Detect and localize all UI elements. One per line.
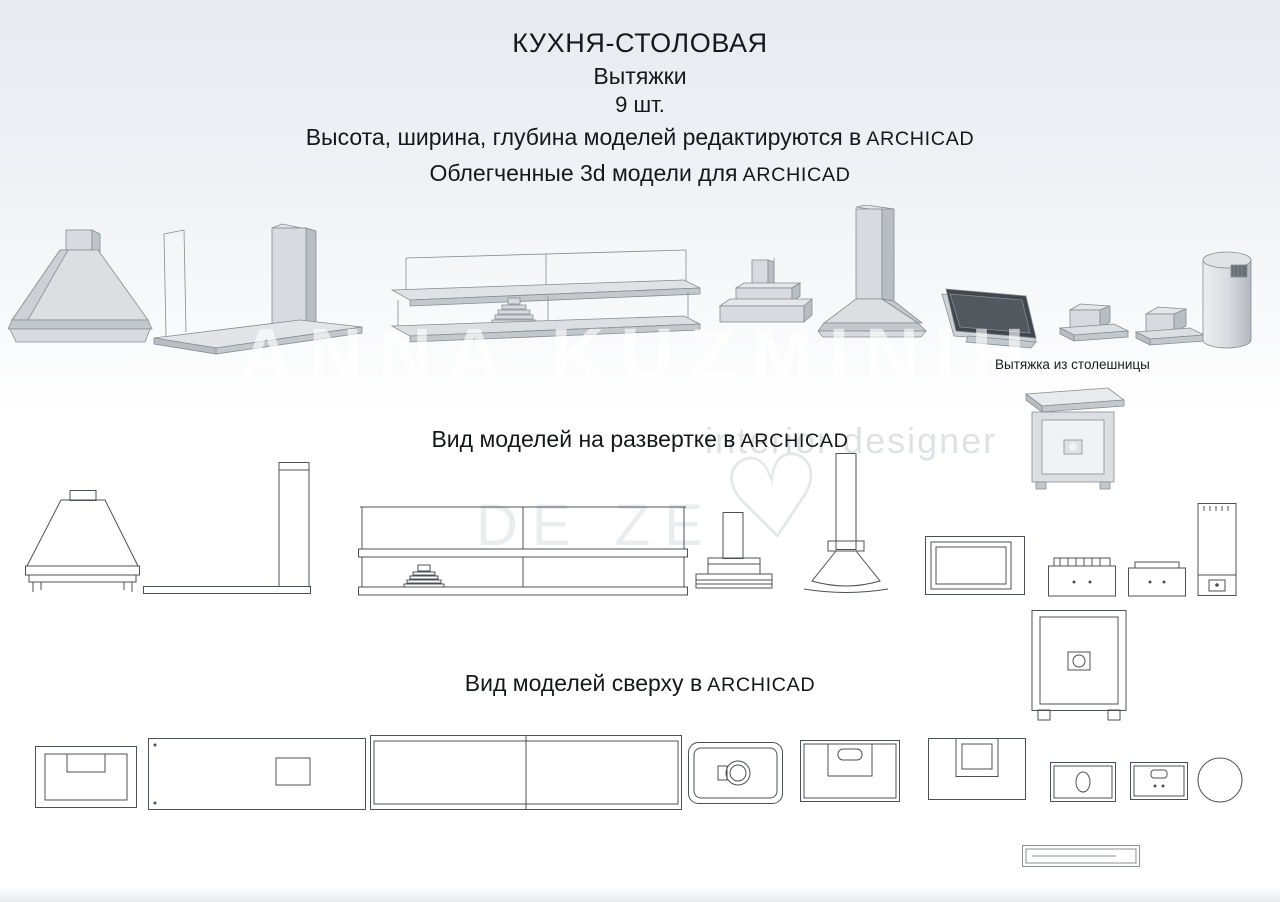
countertop-hood-label: Вытяжка из столешницы <box>995 357 1150 372</box>
hood-top-countertop <box>1022 845 1140 867</box>
hood-elev-countertop-drawing <box>1031 610 1127 721</box>
hood-elev-island-drawing <box>803 453 889 593</box>
hood-3d-inclined <box>930 288 1045 350</box>
hood-top-shelf-drawing <box>370 735 682 810</box>
models-note-brand: ARCHICAD <box>742 164 851 186</box>
hood-3d-cylinder <box>1193 248 1263 353</box>
hood-elev-countertop <box>1030 610 1128 725</box>
hood-3d-box-2 <box>1134 302 1206 352</box>
hood-elev-island <box>800 453 892 598</box>
hood-top-inclined-drawing <box>928 738 1026 800</box>
hood-3d-t-shaped-drawing <box>153 223 363 355</box>
hood-elev-shelf-drawing <box>358 506 688 596</box>
hood-top-t-shaped-drawing <box>148 738 366 810</box>
hood-elev-box-2 <box>1128 560 1186 598</box>
hood-3d-shelf-drawing <box>390 249 701 343</box>
hood-elev-classic <box>25 490 140 598</box>
hood-elev-box-1-drawing <box>1048 557 1116 597</box>
hood-top-inclined <box>928 738 1026 800</box>
hood-elev-t-shaped-drawing <box>143 462 311 594</box>
hood-top-classic-drawing <box>35 746 137 808</box>
top-heading-text: Вид моделей сверху в <box>464 670 703 696</box>
hood-top-island <box>800 740 900 802</box>
hood-3d-shelf <box>388 248 703 348</box>
hood-top-box-1 <box>1050 762 1116 802</box>
hood-3d-island-drawing <box>818 205 927 338</box>
page-title: КУХНЯ-СТОЛОВАЯ <box>512 28 768 58</box>
hood-elev-t-shaped <box>143 462 311 597</box>
top-heading-brand: ARCHICAD <box>707 674 816 696</box>
hood-top-countertop-drawing <box>1022 845 1140 867</box>
hood-3d-cylinder-drawing <box>1202 251 1252 349</box>
hood-top-shelf <box>370 735 682 810</box>
hood-elev-inclined-drawing <box>925 536 1025 595</box>
hood-3d-island <box>818 205 933 345</box>
hood-3d-box-1 <box>1056 300 1131 348</box>
hood-top-telescopic-drawing <box>688 742 783 804</box>
hood-top-island-drawing <box>800 740 900 802</box>
hood-elev-cylinder <box>1196 503 1238 598</box>
hood-elev-shelf <box>358 505 688 600</box>
edit-note-brand: ARCHICAD <box>866 128 975 150</box>
hood-elev-classic-drawing <box>25 490 140 592</box>
hood-top-classic <box>35 746 137 808</box>
hood-3d-classic <box>8 228 153 358</box>
hood-top-box-1-drawing <box>1050 762 1116 802</box>
edit-note-text: Высота, ширина, глубина моделей редактир… <box>305 124 862 150</box>
hood-3d-t-shaped <box>150 222 365 357</box>
hood-3d-countertop-drawing <box>1024 387 1126 490</box>
edit-note: Высота, ширина, глубина моделей редактир… <box>0 124 1280 151</box>
hood-top-telescopic <box>688 742 783 804</box>
hood-3d-box-2-drawing <box>1134 306 1206 346</box>
page-subtitle: Вытяжки <box>593 63 687 89</box>
hood-3d-countertop <box>1012 384 1130 492</box>
models-note-text: Облегченные 3d модели для <box>429 160 738 186</box>
bottom-gradient <box>0 886 1280 902</box>
hood-3d-classic-drawing <box>8 229 153 343</box>
hood-top-box-2 <box>1130 762 1188 800</box>
hood-elev-telescopic-drawing <box>695 512 773 589</box>
hood-top-cylinder-drawing <box>1197 757 1243 803</box>
hood-elev-telescopic <box>688 512 780 598</box>
hood-elev-box-2-drawing <box>1128 561 1186 597</box>
elevation-heading-text: Вид моделей на развертке в <box>431 426 736 452</box>
hood-elev-cylinder-drawing <box>1197 503 1237 596</box>
hood-elev-box-1 <box>1048 556 1116 598</box>
hood-elev-inclined <box>925 536 1025 598</box>
hood-top-t-shaped <box>148 738 366 810</box>
hood-top-cylinder <box>1196 756 1244 804</box>
hood-3d-telescopic-drawing <box>718 258 814 323</box>
hood-3d-box-1-drawing <box>1058 303 1130 342</box>
hood-3d-inclined-drawing <box>941 288 1037 349</box>
items-count: 9 шт. <box>615 92 665 117</box>
hood-3d-telescopic <box>706 258 821 340</box>
hood-top-box-2-drawing <box>1130 762 1188 800</box>
elevation-heading-brand: ARCHICAD <box>740 430 849 452</box>
